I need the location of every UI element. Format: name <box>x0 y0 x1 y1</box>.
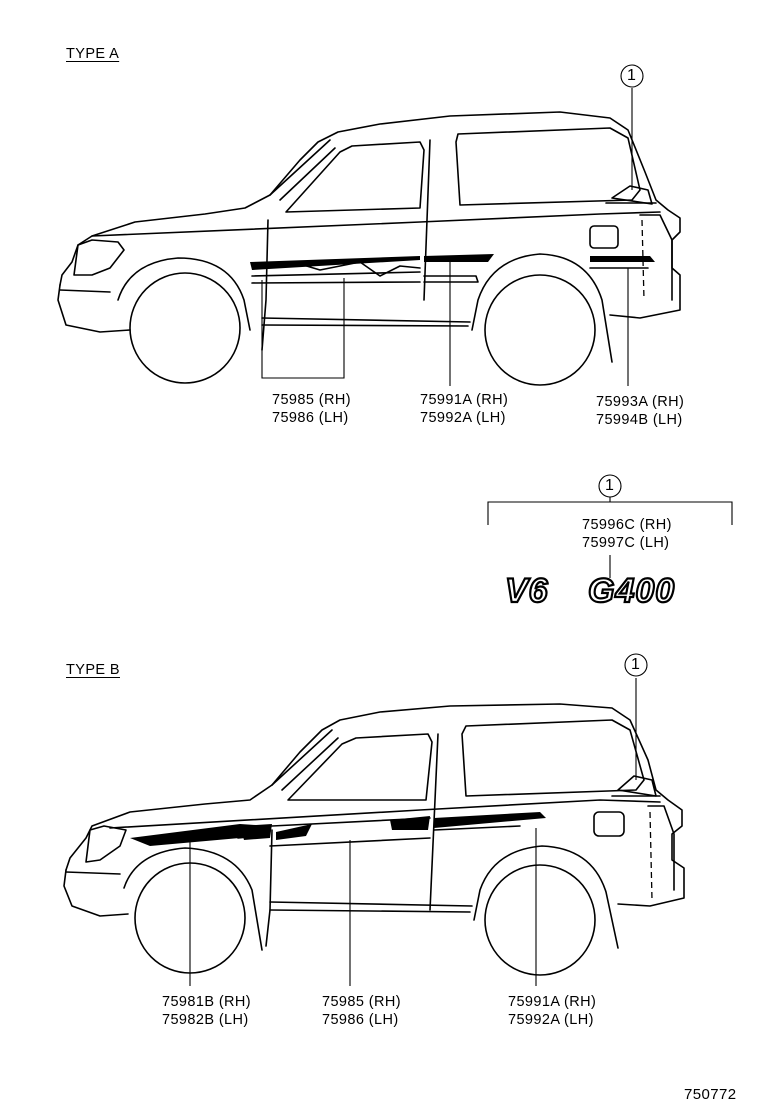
type-b-title: TYPE B <box>66 662 120 678</box>
type-a-title: TYPE A <box>66 46 120 62</box>
emblem-bracket <box>487 474 733 578</box>
type-b-callout-number: 1 <box>631 656 641 673</box>
type-b-label-2-rh: 75985 (RH) <box>322 994 401 1010</box>
type-b-label-3-lh: 75992A (LH) <box>508 1012 594 1028</box>
type-b-label-1-lh: 75982B (LH) <box>162 1012 249 1028</box>
type-a-callout-circle <box>620 64 644 88</box>
type-b-label-3-rh: 75991A (RH) <box>508 994 597 1010</box>
figure-number: 750772 <box>684 1086 737 1103</box>
type-a-label-2-lh: 75992A (LH) <box>420 410 506 426</box>
emblem-label-lh: 75997C (LH) <box>582 535 670 551</box>
type-b-callout-circle <box>624 653 648 677</box>
type-a-label-3-rh: 75993A (RH) <box>596 394 685 410</box>
type-b-label-2-lh: 75986 (LH) <box>322 1012 399 1028</box>
emblem-g400-text: G400 <box>588 572 675 610</box>
emblem-v6-text: V6 <box>505 572 549 610</box>
emblem-callout-number: 1 <box>605 477 615 494</box>
type-a-callout-number: 1 <box>627 67 637 84</box>
type-a-vehicle <box>57 88 681 386</box>
type-b-vehicle <box>63 678 685 986</box>
type-b-label-1-rh: 75981B (RH) <box>162 994 252 1010</box>
type-a-label-2-rh: 75991A (RH) <box>420 392 509 408</box>
type-a-label-3-lh: 75994B (LH) <box>596 412 683 428</box>
emblem-label-rh: 75996C (RH) <box>582 517 672 533</box>
type-a-label-1-lh: 75986 (LH) <box>272 410 349 426</box>
type-a-label-1-rh: 75985 (RH) <box>272 392 351 408</box>
